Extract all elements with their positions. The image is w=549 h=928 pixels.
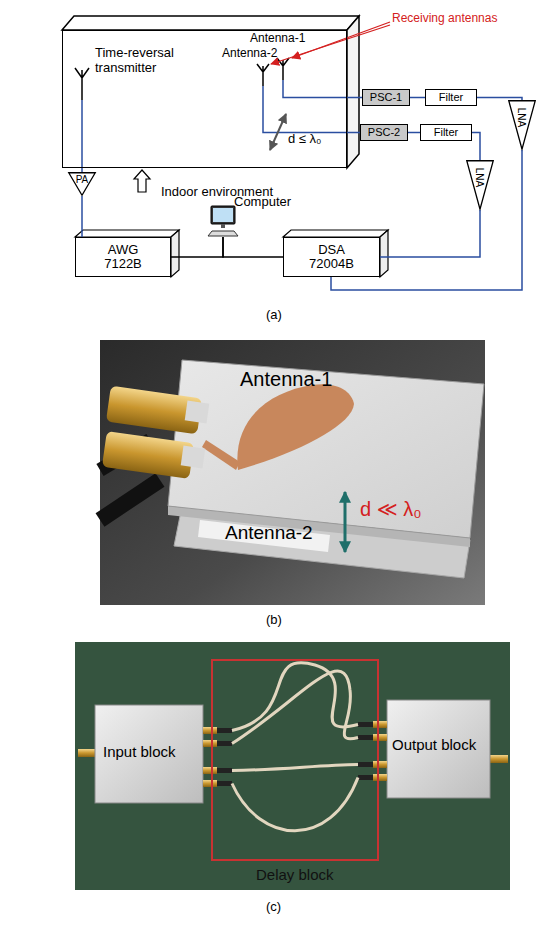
signal-wire <box>171 237 223 257</box>
computer-icon: Computer <box>208 205 238 237</box>
antenna-photo <box>100 340 485 605</box>
delay-line-photo <box>75 642 510 890</box>
instrument-box: AWG 7122B <box>75 237 171 277</box>
amplifier-triangle: LNA <box>466 160 494 210</box>
phase-shifter-box: PSC-1 <box>362 89 410 106</box>
rx-wire <box>283 80 362 98</box>
signal-wire <box>410 97 425 99</box>
label-holder: Filter <box>421 125 471 140</box>
signal-wire <box>472 133 480 161</box>
filter-box: Filter <box>425 89 477 106</box>
label-holder: PSC-2 <box>361 125 407 140</box>
node-label: LNA <box>474 167 485 186</box>
signal-wire <box>477 98 522 101</box>
phase-shifter-box: PSC-2 <box>360 124 408 141</box>
label-holder: LNA <box>466 160 494 210</box>
amplifier-triangle: PA <box>68 172 96 196</box>
box-3d-faces <box>62 16 388 277</box>
antenna-label: Antenna-1 <box>240 368 332 391</box>
node-label: PSC-2 <box>368 126 400 138</box>
node-label: LNA <box>516 107 527 126</box>
panel-label: (a) <box>266 308 282 323</box>
node-label: DSA 72004B <box>303 243 361 272</box>
node-label: PSC-1 <box>370 91 402 103</box>
computer-drawing <box>208 205 238 237</box>
amplifier-triangle: LNA <box>508 100 536 150</box>
antenna-label: Antenna-1 <box>250 32 305 46</box>
antenna-label: Antenna-2 <box>222 47 277 61</box>
label-holder: Filter <box>426 90 476 105</box>
distance-arrow <box>270 114 286 150</box>
label-holder: AWG 7122B <box>76 238 170 276</box>
block-label: Output block <box>392 736 476 753</box>
antenna-symbol <box>257 64 269 86</box>
signal-wire <box>331 150 522 290</box>
panel-label: (c) <box>266 900 281 915</box>
node-label: Filter <box>439 91 463 103</box>
block-label: Delay block <box>256 866 334 883</box>
signal-wire <box>81 196 83 237</box>
signal-wire <box>380 210 480 257</box>
signal-wire <box>408 132 420 134</box>
label-holder: PA <box>68 172 96 196</box>
dimension-label: d ≤ λ₀ <box>288 132 321 147</box>
node-label: Filter <box>434 126 458 138</box>
label-holder: LNA <box>508 100 536 150</box>
hollow-arrow <box>134 170 150 192</box>
instrument-box: DSA 72004B <box>283 237 380 277</box>
component-label: Time-reversal transmitter <box>95 46 187 76</box>
node-label: PA <box>76 174 89 185</box>
dimension-label: d ≪ λ₀ <box>360 498 421 521</box>
rx-wire <box>263 86 360 133</box>
label-holder: Computer <box>234 195 291 209</box>
label-holder: PSC-1 <box>363 90 409 105</box>
panel-label: (b) <box>266 613 282 628</box>
node-label: AWG 7122B <box>94 243 152 272</box>
callout-label: Receiving antennas <box>392 12 497 26</box>
tx-wire <box>81 100 83 172</box>
filter-box: Filter <box>420 124 472 141</box>
antenna-symbol <box>75 68 89 100</box>
antenna-label: Antenna-2 <box>225 522 313 544</box>
signal-wire <box>223 237 283 257</box>
node-label: Computer <box>234 195 291 209</box>
label-holder: DSA 72004B <box>284 238 379 276</box>
block-label: Input block <box>103 743 176 760</box>
